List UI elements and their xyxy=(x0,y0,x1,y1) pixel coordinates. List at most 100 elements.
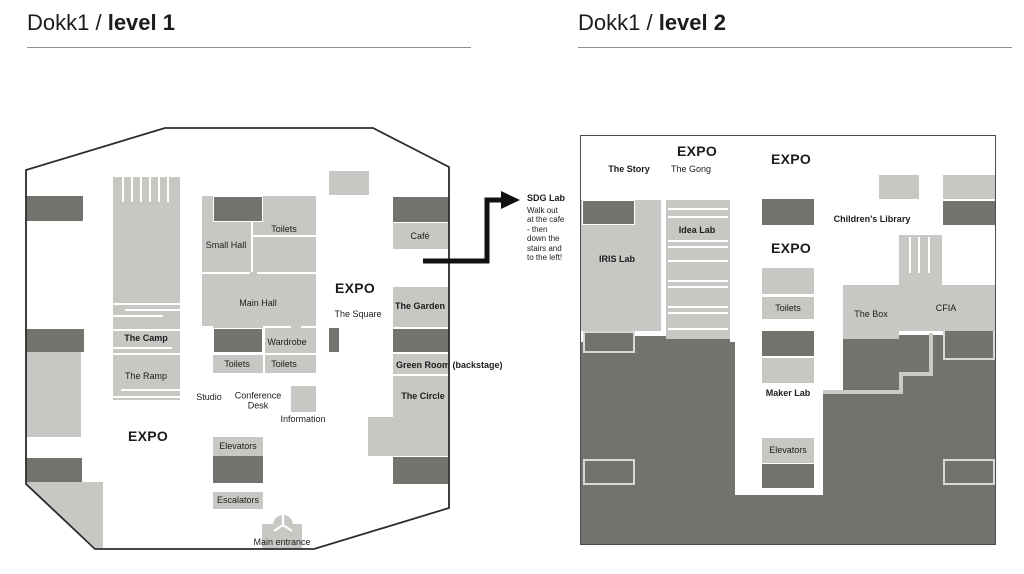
room-hall-dark-sw xyxy=(213,328,263,353)
label-childrens-library: Children's Library xyxy=(833,213,911,224)
camp-comb-line xyxy=(149,177,151,202)
camp-divider xyxy=(113,347,172,349)
stairs-line xyxy=(918,237,920,273)
camp-divider xyxy=(113,353,180,355)
room-block-north xyxy=(329,171,369,195)
room-outlined-west-1 xyxy=(583,331,635,353)
label-elevators-l2: Elevators xyxy=(769,444,807,455)
hall-divider xyxy=(257,272,316,274)
level1-title-rule xyxy=(27,47,471,48)
label-expo-center-l2: EXPO xyxy=(770,239,812,256)
room-elevator-shaft xyxy=(213,456,263,483)
label-the-square: The Square xyxy=(334,308,382,319)
camp-divider xyxy=(113,303,180,305)
label-escalators: Escalators xyxy=(216,494,260,505)
floor-strip-under-idea-lab xyxy=(635,336,730,354)
level1-title: Dokk1 / level 1 xyxy=(27,10,175,36)
room-elevators-l2 xyxy=(762,438,814,463)
idea-lab-shelf xyxy=(668,246,728,248)
room-cfia xyxy=(899,285,995,331)
hall-divider xyxy=(263,326,291,328)
label-cfia: CFIA xyxy=(935,302,957,313)
room-square-pillar xyxy=(329,328,339,352)
label-the-garden: The Garden xyxy=(394,300,446,311)
label-expo-n: EXPO xyxy=(770,150,812,167)
level2-title: Dokk1 / level 2 xyxy=(578,10,726,36)
label-main-entrance: Main entrance xyxy=(253,536,311,547)
room-block-ne-2 xyxy=(943,175,995,199)
camp-divider xyxy=(113,396,180,398)
stairs-line xyxy=(928,237,930,273)
label-toilets-lower-right: Toilets xyxy=(271,358,297,369)
level2-map: IRIS Lab Idea Lab Toilets Maker Lab Elev… xyxy=(580,135,996,545)
label-idea-lab: Idea Lab xyxy=(678,224,716,235)
room-block-ne-3 xyxy=(943,201,995,225)
room-the-camp-column xyxy=(113,177,180,400)
label-the-ramp: The Ramp xyxy=(124,370,168,381)
idea-lab-shelf xyxy=(668,216,728,218)
idea-lab-shelf xyxy=(668,280,728,282)
label-studio: Studio xyxy=(196,391,222,402)
room-the-box xyxy=(843,285,899,339)
level1-title-prefix: Dokk1 / xyxy=(27,10,108,35)
room-hall-dark-nw xyxy=(213,196,263,222)
camp-divider xyxy=(113,329,180,331)
room-block-west-3 xyxy=(26,352,81,437)
room-block-east-2 xyxy=(393,329,449,352)
direction-arrow-head-icon xyxy=(501,191,520,209)
camp-divider xyxy=(121,389,180,391)
label-expo-west: EXPO xyxy=(127,427,169,444)
label-expo-nw: EXPO xyxy=(676,142,718,159)
room-outlined-east-2 xyxy=(943,459,995,485)
label-expo-center: EXPO xyxy=(334,279,376,296)
label-green-room: Green Room (backstage) xyxy=(396,359,503,370)
room-block-east-1 xyxy=(393,197,449,222)
level2-title-rule xyxy=(578,47,1012,48)
room-center-dark-2 xyxy=(762,331,814,356)
label-the-camp: The Camp xyxy=(124,332,168,343)
sdg-note: SDG Lab Walk out at the cafe - then down… xyxy=(527,193,573,263)
stairs-line xyxy=(909,237,911,273)
label-the-box: The Box xyxy=(854,308,888,319)
label-small-hall: Small Hall xyxy=(205,239,247,250)
room-center-light-1 xyxy=(762,268,814,294)
hall-divider xyxy=(263,326,265,373)
idea-lab-shelf xyxy=(668,208,728,210)
room-outlined-east-1 xyxy=(943,328,995,360)
label-maker-lab: Maker Lab xyxy=(765,387,811,398)
camp-divider xyxy=(113,315,163,317)
room-iris-dark-nw xyxy=(582,200,635,225)
sdg-text: Walk out at the cafe - then down the sta… xyxy=(527,205,565,263)
label-toilets-upper: Toilets xyxy=(271,223,297,234)
camp-comb-line xyxy=(158,177,160,202)
camp-comb-line xyxy=(131,177,133,202)
label-the-gong: The Gong xyxy=(670,163,712,174)
label-main-hall: Main Hall xyxy=(239,297,277,308)
idea-lab-shelf xyxy=(668,260,728,262)
camp-comb-line xyxy=(140,177,142,202)
room-information-desk xyxy=(291,386,316,412)
room-stairs xyxy=(899,235,942,285)
label-toilets-lower-left: Toilets xyxy=(224,358,250,369)
label-wardrobe: Wardrobe xyxy=(267,336,307,347)
hall-divider xyxy=(251,222,253,272)
room-block-ne-1 xyxy=(879,175,919,199)
idea-lab-shelf xyxy=(668,286,728,288)
hall-divider xyxy=(202,272,250,274)
room-elevator-shaft-l2 xyxy=(762,464,814,488)
idea-lab-shelf xyxy=(668,328,728,330)
label-cafe: Café xyxy=(410,230,430,241)
idea-lab-shelf xyxy=(668,306,728,308)
label-iris-lab: IRIS Lab xyxy=(598,253,636,264)
camp-comb-line xyxy=(122,177,124,202)
level1-title-level: level 1 xyxy=(107,10,175,35)
hall-notch xyxy=(202,326,213,373)
label-the-story: The Story xyxy=(608,163,650,174)
room-toilets-l2 xyxy=(762,297,814,319)
room-center-dark-1 xyxy=(762,199,814,225)
level2-title-level: level 2 xyxy=(658,10,726,35)
room-block-east-3 xyxy=(368,417,448,456)
idea-lab-shelf xyxy=(668,312,728,314)
sdg-title: SDG Lab xyxy=(527,193,566,203)
